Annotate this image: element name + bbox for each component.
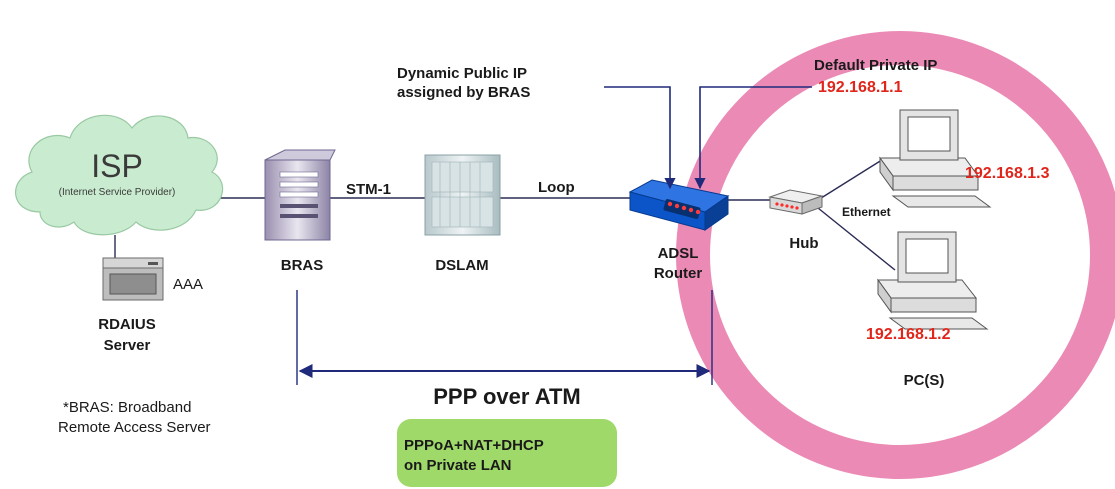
dynamic-ip-arrow xyxy=(604,86,676,190)
default-ip-address: 192.168.1.1 xyxy=(818,79,903,96)
pc-top-ip: 192.168.1.3 xyxy=(965,165,1050,182)
pcs-label: PC(S) xyxy=(904,372,945,389)
dynamic-ip-line1: Dynamic Public IP xyxy=(397,65,527,82)
dynamic-ip-line2: assigned by BRAS xyxy=(397,84,530,101)
lan-ring xyxy=(676,31,1115,479)
ethernet-label: Ethernet xyxy=(842,205,891,219)
default-ip-line1: Default Private IP xyxy=(814,57,937,74)
pc-top-icon xyxy=(879,109,992,208)
radius-server-icon xyxy=(102,257,164,301)
pc-bottom-icon xyxy=(877,231,989,330)
router-label-line2: Router xyxy=(654,265,702,282)
default-ip-arrow xyxy=(694,86,812,190)
hub-icon xyxy=(768,189,824,215)
dslam-link-label: Loop xyxy=(538,179,575,196)
hub-pc-bottom-link xyxy=(817,207,896,271)
connection-lines xyxy=(114,157,896,271)
aaa-label: AAA xyxy=(173,276,203,293)
router-label-line1: ADSL xyxy=(658,245,699,262)
radius-label-line1: RDAIUS xyxy=(98,316,156,333)
adsl-router-icon xyxy=(628,179,730,231)
radius-label-line2: Server xyxy=(104,337,151,354)
pppoa-line2: on Private LAN xyxy=(404,457,512,474)
pc-bottom-ip: 192.168.1.2 xyxy=(866,326,951,343)
dslam-icon xyxy=(424,154,501,236)
ppp-label: PPP over ATM xyxy=(433,384,581,409)
dslam-label: DSLAM xyxy=(435,257,488,274)
footnote-line2: Remote Access Server xyxy=(58,419,211,436)
isp-subtitle: (Internet Service Provider) xyxy=(59,187,176,198)
pppoa-line1: PPPoA+NAT+DHCP xyxy=(404,437,544,454)
isp-title: ISP xyxy=(91,148,143,184)
bras-link-label: STM-1 xyxy=(346,181,391,198)
isp-cloud: ISP (Internet Service Provider) xyxy=(15,114,224,236)
hub-pc-top-link xyxy=(817,157,886,201)
bras-label: BRAS xyxy=(281,257,324,274)
bras-rack-icon xyxy=(264,149,336,241)
pppoa-box xyxy=(397,419,617,487)
footnote-line1: *BRAS: Broadband xyxy=(63,399,191,416)
hub-label: Hub xyxy=(789,235,818,252)
